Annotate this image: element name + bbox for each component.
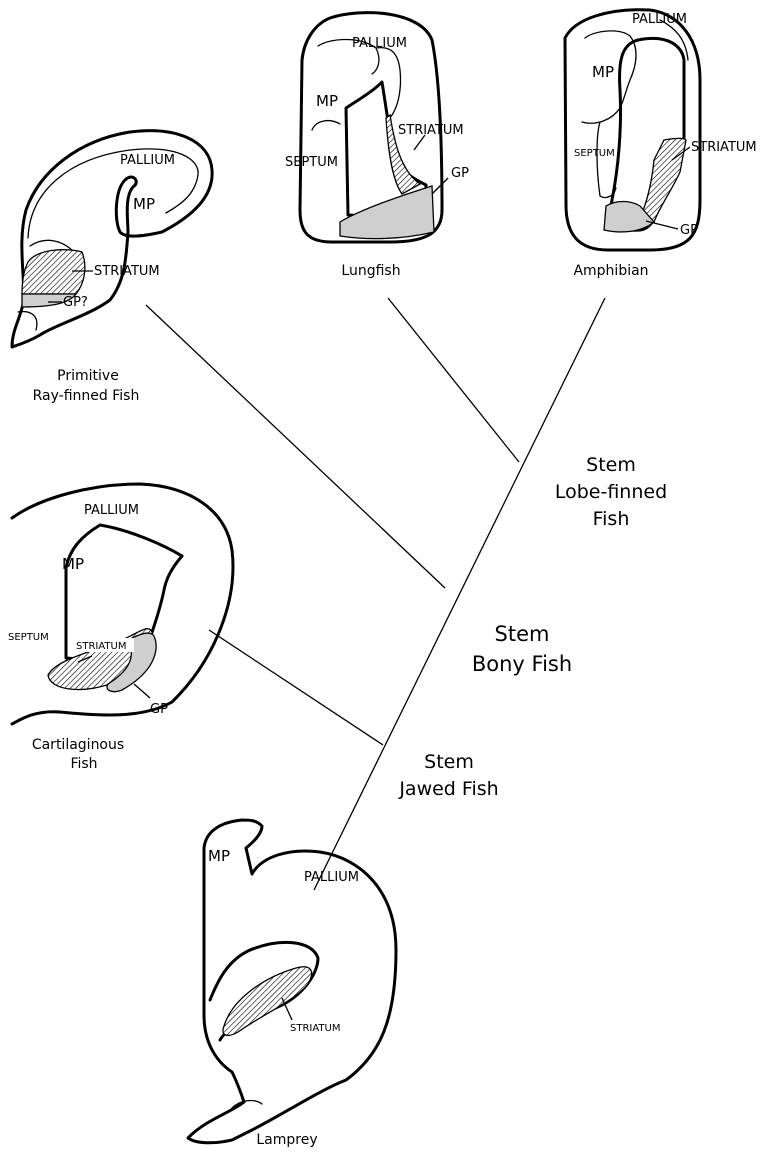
brain-ray-finned-fish: PALLIUM MP STRIATUM GP? Primitive Ray-fi… [12, 131, 212, 404]
striatum-region [22, 250, 85, 294]
node-label-line: Bony Fish [472, 652, 572, 676]
brain-lamprey: MP PALLIUM STRIATUM Lamprey [188, 820, 396, 1148]
node-label-line: Stem [586, 454, 636, 476]
label-pallium: PALLIUM [120, 153, 175, 168]
globus-pallidus-region [340, 186, 434, 239]
label-gp: GP [680, 223, 698, 238]
label-septum: SEPTUM [8, 632, 49, 643]
label-mp: MP [592, 63, 614, 81]
taxon-name: Ray-finned Fish [33, 388, 140, 404]
node-label-line: Lobe-finned [555, 481, 667, 503]
label-striatum: STRIATUM [691, 140, 757, 155]
node-label-line: Jawed Fish [398, 778, 498, 800]
node-label-line: Stem [424, 751, 474, 773]
brain-outline [12, 131, 212, 347]
branch-cartilaginous [209, 630, 383, 745]
taxon-name: Lamprey [256, 1132, 317, 1148]
taxon-name: Lungfish [341, 263, 400, 279]
taxon-name: Fish [70, 756, 97, 772]
node-stem-lobe-finned-fish: Stem Lobe-finned Fish [555, 454, 667, 530]
label-septum: SEPTUM [285, 155, 338, 170]
label-gp: GP? [63, 295, 88, 310]
label-mp: MP [316, 92, 338, 110]
label-septum: SEPTUM [574, 148, 615, 159]
branch-ray-finned [146, 305, 445, 588]
node-label-line: Stem [495, 622, 550, 646]
leader-line [432, 178, 448, 194]
label-mp: MP [208, 847, 230, 865]
striatum-region [640, 139, 686, 223]
brain-amphibian: PALLIUM MP SEPTUM STRIATUM GP Amphibian [565, 10, 757, 279]
brain-lungfish: PALLIUM MP SEPTUM STRIATUM GP Lungfish [285, 13, 469, 279]
branch-lungfish [388, 298, 519, 462]
label-striatum: STRIATUM [290, 1023, 340, 1034]
node-stem-jawed-fish: Stem Jawed Fish [398, 751, 498, 800]
label-gp: GP [451, 166, 469, 181]
taxon-name: Cartilaginous [32, 737, 124, 753]
node-stem-bony-fish: Stem Bony Fish [472, 622, 572, 676]
label-mp: MP [133, 195, 155, 213]
label-mp: MP [62, 555, 84, 573]
label-striatum: STRIATUM [76, 641, 126, 652]
label-pallium: PALLIUM [84, 503, 139, 518]
node-label-line: Fish [593, 508, 630, 530]
inner-line [312, 121, 340, 130]
leader-line [134, 684, 150, 698]
taxon-name: Amphibian [573, 263, 648, 279]
label-striatum: STRIATUM [398, 123, 464, 138]
phylogenetic-tree [146, 298, 605, 890]
taxon-name: Primitive [57, 368, 119, 384]
label-pallium: PALLIUM [352, 36, 407, 51]
brain-cartilaginous-fish: PALLIUM MP SEPTUM STRIATUM GP Cartilagin… [8, 484, 233, 772]
label-gp: GP [150, 702, 168, 717]
label-pallium: PALLIUM [632, 12, 687, 27]
label-pallium: PALLIUM [304, 870, 359, 885]
label-striatum: STRIATUM [94, 264, 160, 279]
